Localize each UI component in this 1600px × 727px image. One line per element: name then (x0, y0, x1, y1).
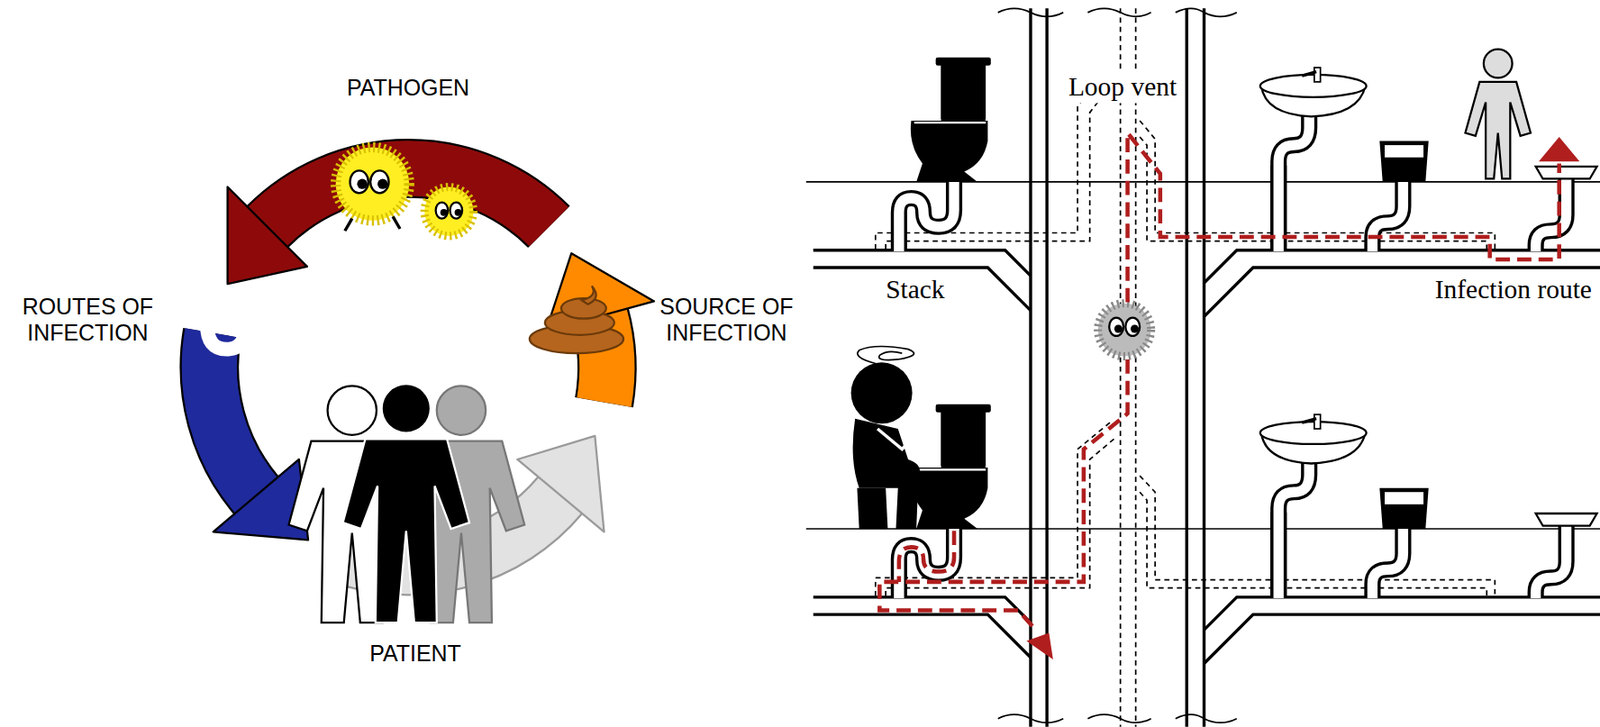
pathogen-icon (436, 202, 449, 219)
pathogen-icon (440, 209, 448, 217)
drain-pipes (1204, 267, 1600, 317)
stack-pipes (1045, 8, 1048, 727)
sick-person (856, 488, 888, 529)
pathogen-icon (350, 170, 369, 193)
pathogen-icon (336, 146, 474, 237)
germ-icon (1114, 324, 1123, 333)
stack-pipes (1202, 8, 1206, 727)
cycle-ring (213, 459, 309, 540)
fixtures (1372, 141, 1428, 252)
germ-icon (1098, 303, 1152, 357)
stack-pipes (1119, 8, 1122, 727)
germ-icon (1125, 318, 1140, 337)
cycle-ring (209, 333, 256, 496)
pathogen-icon (450, 202, 464, 219)
fixtures (1536, 166, 1598, 252)
germ-icon (1098, 303, 1152, 357)
pathogen-icon (336, 146, 410, 221)
pathogen-icon (356, 178, 367, 189)
stack-pipes (1028, 8, 1032, 727)
infection-route (879, 133, 1559, 632)
fixtures (899, 57, 991, 252)
group-heading: PATIENT (313, 640, 519, 668)
fixtures (899, 57, 1598, 599)
loop-vent-lines (1139, 475, 1495, 597)
drain-pipes (813, 614, 1031, 658)
trap-icon (254, 363, 282, 374)
sick-person (857, 346, 915, 364)
group-heading: PATHOGEN (306, 75, 511, 103)
standing-person (1464, 81, 1530, 180)
loop-vent-lines (1139, 136, 1487, 250)
fixtures (1260, 67, 1367, 252)
stack-pipes (1135, 8, 1137, 727)
loop-vent-lines (875, 80, 1099, 250)
cycle-ring (227, 187, 308, 285)
patient-figures (436, 385, 486, 435)
patient-figures (343, 383, 470, 623)
pathogen-icon (345, 216, 400, 231)
fixtures (1372, 488, 1428, 599)
feces-icon (529, 285, 624, 354)
drain-pipes (1204, 614, 1600, 664)
cycle-ring (517, 436, 604, 532)
patient-figures (327, 385, 377, 435)
stack-pipes (998, 8, 1237, 17)
standing-person (1483, 49, 1513, 79)
group-heading: ROUTES OF INFECTION (9, 293, 165, 348)
fixtures (1260, 414, 1367, 599)
drain-pipes (813, 267, 1031, 311)
patient-figures (343, 438, 470, 623)
sick-person (853, 418, 921, 529)
group-heading: SOURCE OF INFECTION (648, 293, 804, 348)
route-arrowheads (1026, 136, 1580, 660)
part-label: Loop vent (1064, 71, 1180, 103)
patient-figures (381, 383, 431, 433)
patient-figures (289, 383, 526, 623)
sick-person (851, 362, 913, 424)
part-label: Stack (885, 273, 945, 306)
trap-icon (193, 259, 282, 374)
stack-pipes (1185, 8, 1189, 727)
feces-icon (581, 285, 597, 304)
standing-person (1464, 49, 1530, 180)
stack-pipes (998, 8, 1237, 727)
route-arrowheads (1026, 633, 1053, 660)
pathogen-icon (424, 187, 473, 237)
pathogen-icon (370, 170, 389, 193)
trap-icon (207, 267, 269, 368)
part-label: Infection route (1435, 273, 1592, 306)
germ-icon (1109, 318, 1124, 337)
infection-route (879, 359, 1128, 631)
trap-icon (193, 259, 220, 270)
stack-pipes (998, 714, 1237, 723)
cycle-ring (209, 333, 256, 496)
sick-person (851, 346, 921, 529)
drain-pipes (813, 250, 1600, 664)
sick-person (877, 428, 919, 450)
loop-vent-lines (1139, 491, 1487, 597)
infection-route (899, 530, 955, 582)
fixtures (1536, 513, 1598, 599)
pathogen-icon (454, 209, 463, 217)
germ-icon (1130, 324, 1139, 333)
route-arrowheads (1538, 136, 1580, 162)
drain-pipes (813, 250, 1031, 276)
loop-vent-lines (1139, 120, 1495, 250)
pathogen-icon (377, 178, 388, 189)
